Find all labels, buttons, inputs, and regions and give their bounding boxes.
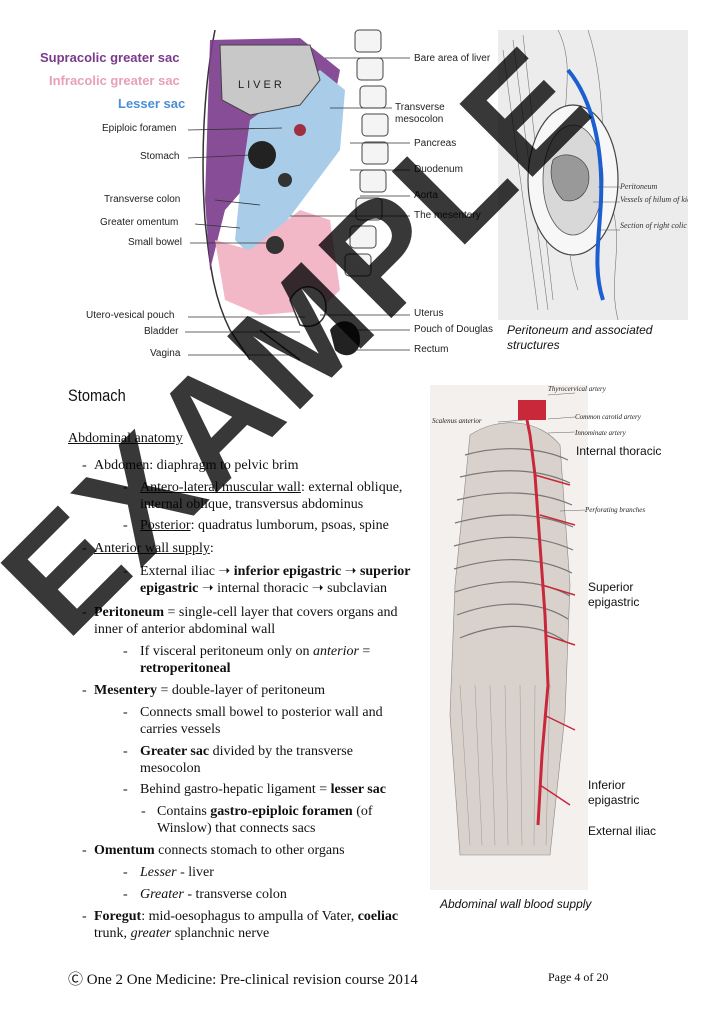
blood-supply-figure: Thyrocervical artery Scalenus anterior C… xyxy=(430,385,645,890)
dash-marker: - xyxy=(123,518,128,533)
dash-marker: - xyxy=(82,843,87,858)
dash-marker: - xyxy=(123,705,128,720)
dash-marker: - xyxy=(82,458,87,473)
dash-marker: - xyxy=(123,644,128,659)
list-item: Behind gastro-hepatic ligament = lesser … xyxy=(140,782,386,797)
list-item: Greater - transverse colon xyxy=(140,887,287,902)
copyright-icon: Ⓒ xyxy=(68,972,84,988)
legend-lesser-sac: Lesser sac xyxy=(118,96,186,111)
label-bladder: Bladder xyxy=(144,326,179,337)
peritoneum-section-figure: Peritoneum Vessels of hilum of kidney Se… xyxy=(498,29,711,321)
label-rectum: Rectum xyxy=(414,344,449,355)
inferior-epigastric-label: Inferior epigastric xyxy=(588,778,640,807)
colic-flexure-inner-label: Section of right colic flexure xyxy=(620,221,688,230)
figure3-caption: Abdominal wall blood supply xyxy=(440,897,592,911)
innominate-artery-label: Innominate artery xyxy=(575,429,626,437)
dash-marker: - xyxy=(141,804,146,819)
section-subtitle: Abdominal anatomy xyxy=(68,431,183,446)
list-item: Abdomen: diaphragm to pelvic brim xyxy=(94,458,299,473)
label-transverse-colon: Transverse colon xyxy=(104,194,181,205)
label-uterus: Uterus xyxy=(414,308,444,319)
label-vagina: Vagina xyxy=(150,348,181,359)
label-the-mesentery: The mesentery xyxy=(414,210,481,221)
peritoneum-sagittal-figure: LIVER xyxy=(0,0,500,370)
list-item: Anterior wall supply: xyxy=(94,541,214,556)
blood-supply-drawing xyxy=(430,385,588,890)
dash-marker: - xyxy=(123,782,128,797)
list-item: Antero-lateral muscular wall: external o… xyxy=(140,480,403,512)
page-number: Page 4 of 20 xyxy=(548,970,609,984)
common-carotid-label: Common carotid artery xyxy=(575,413,641,421)
dash-marker: - xyxy=(82,605,87,620)
superior-epigastric-label: Superior epigastric xyxy=(588,580,640,609)
label-small-bowel: Small bowel xyxy=(128,237,182,248)
list-item: External iliac ➝ inferior epigastric ➝ s… xyxy=(140,564,411,596)
list-item: Foregut: mid-oesophagus to ampulla of Va… xyxy=(94,909,399,941)
label-stomach: Stomach xyxy=(140,151,180,162)
footer-course-text: One 2 One Medicine: Pre-clinical revisio… xyxy=(86,972,418,988)
section-drawing: Peritoneum Vessels of hilum of kidney Se… xyxy=(498,29,711,321)
legend-supracolic: Supracolic greater sac xyxy=(40,50,180,65)
thyrocervical-artery-label: Thyrocervical artery xyxy=(548,385,606,393)
label-epiploic-foramen: Epiploic foramen xyxy=(102,123,177,134)
list-item: If visceral peritoneum only on anterior … xyxy=(140,644,371,676)
scalenus-anterior-label: Scalenus anterior xyxy=(432,417,482,425)
label-utero-vesical-pouch: Utero-vesical pouch xyxy=(86,310,175,321)
label-greater-omentum: Greater omentum xyxy=(100,217,179,228)
label-aorta: Aorta xyxy=(414,190,438,201)
label-bare-area-of-liver: Bare area of liver xyxy=(414,53,491,64)
list-item: Omentum connects stomach to other organs xyxy=(94,843,345,858)
list-item: Connects small bowel to posterior wall a… xyxy=(140,705,383,737)
list-item: Posterior: quadratus lumborum, psoas, sp… xyxy=(140,518,389,533)
label-duodenum: Duodenum xyxy=(414,164,463,175)
perforating-branches-label: Perforating branches xyxy=(585,506,646,514)
dash-marker: - xyxy=(123,865,128,880)
list-item: Peritoneum = single-cell layer that cove… xyxy=(94,605,398,637)
label-pouch-of-douglas: Pouch of Douglas xyxy=(414,324,493,335)
internal-thoracic-label: Internal thoracic xyxy=(576,444,662,458)
dash-marker: - xyxy=(82,541,87,556)
legend-infracolic: Infracolic greater sac xyxy=(49,73,180,88)
label-pancreas: Pancreas xyxy=(414,138,457,149)
dash-marker: - xyxy=(123,480,128,495)
liver-label: LIVER xyxy=(238,79,285,91)
sagittal-diagram-drawing: LIVER xyxy=(185,29,410,361)
dash-marker: - xyxy=(123,564,128,579)
dash-marker: - xyxy=(123,744,128,759)
list-item: Lesser - liver xyxy=(140,865,214,880)
external-iliac-label: External iliac xyxy=(588,824,657,838)
section-title: Stomach xyxy=(68,386,126,405)
dash-marker: - xyxy=(123,887,128,902)
peritoneum-inner-label: Peritoneum xyxy=(619,182,658,191)
label-transverse-mesocolon: Transverse mesocolon xyxy=(395,102,445,125)
hilum-vessels-inner-label: Vessels of hilum of kidney xyxy=(620,195,688,204)
dash-marker: - xyxy=(82,683,87,698)
dash-marker: - xyxy=(82,909,87,924)
footer-copyright: Ⓒ One 2 One Medicine: Pre-clinical revis… xyxy=(68,968,418,989)
list-item: Mesentery = double-layer of peritoneum xyxy=(94,683,326,698)
figure2-caption: Peritoneum and associated structures xyxy=(507,323,653,352)
